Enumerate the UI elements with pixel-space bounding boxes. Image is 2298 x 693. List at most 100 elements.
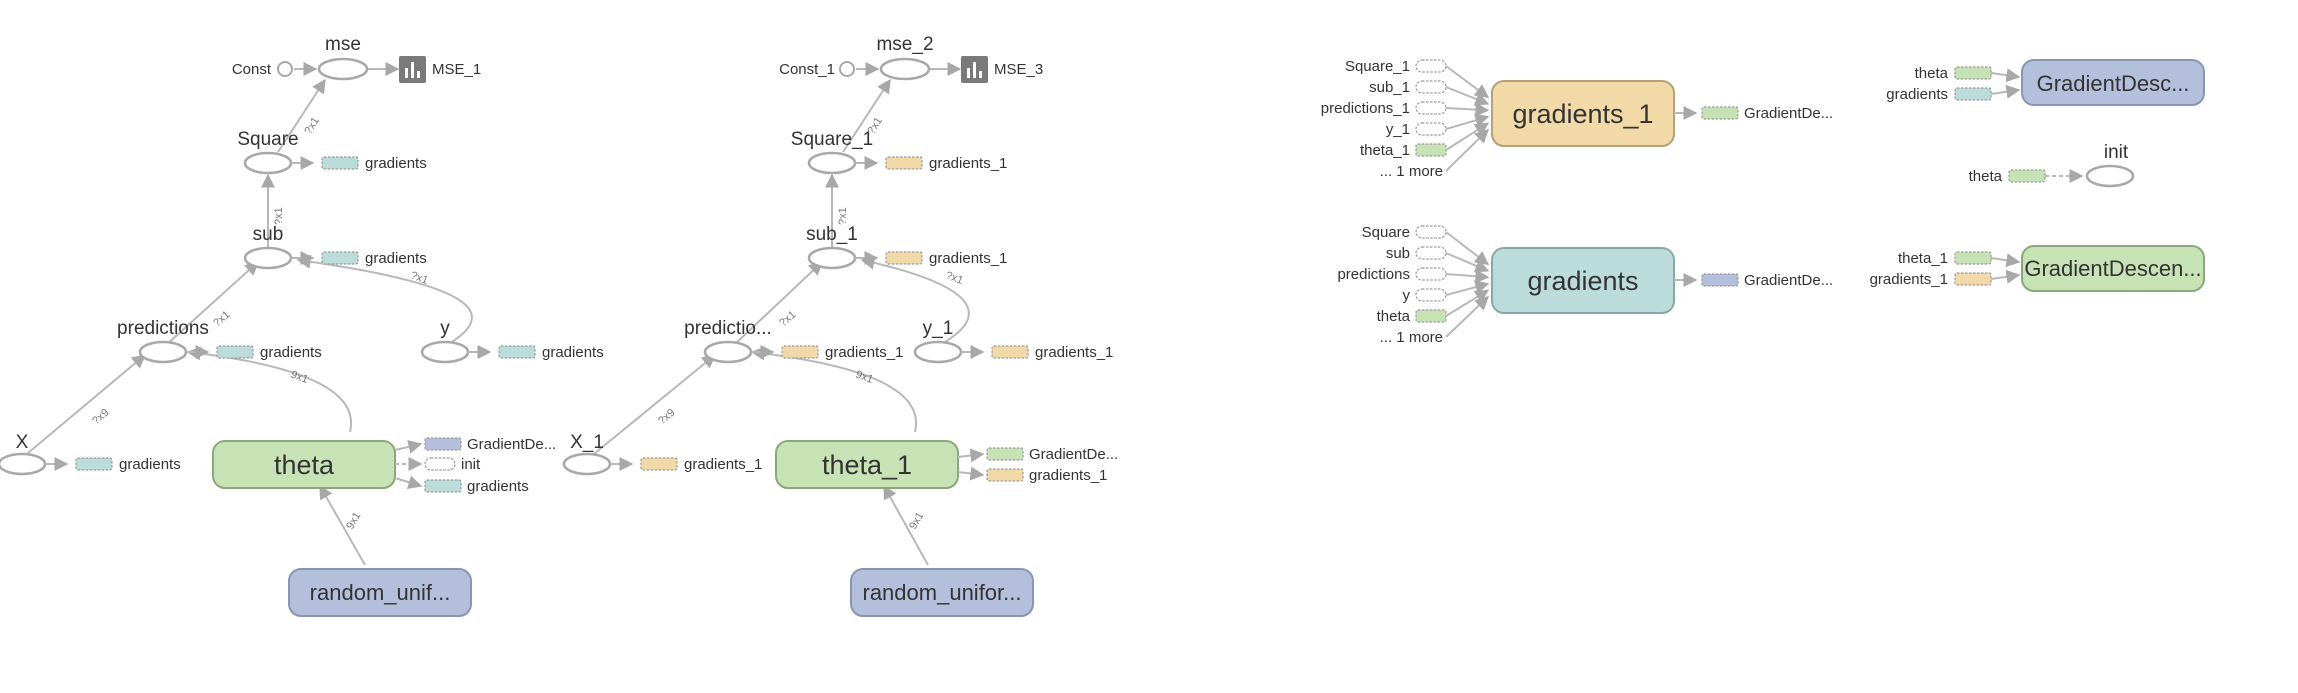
input-badge[interactable] — [1415, 246, 1447, 260]
edge-shape-label: ?x1 — [211, 309, 232, 330]
input-badge[interactable] — [1415, 309, 1447, 323]
edge-input — [1445, 113, 1490, 130]
square-label: Square_1 — [791, 129, 873, 150]
gradient-descent-top-node[interactable] — [2021, 59, 2205, 106]
gradients-ref-label: gradients — [467, 478, 529, 495]
gradients-ref-badge[interactable] — [885, 251, 923, 265]
input-label: sub — [1386, 245, 1410, 262]
edge-input — [1445, 128, 1489, 172]
gradients-ref-badge[interactable] — [991, 345, 1029, 359]
gradients-ref-label: gradients — [542, 344, 604, 361]
sub-node[interactable] — [807, 246, 857, 270]
init-group: init theta — [1969, 142, 2135, 188]
gradient-desc-ref-badge[interactable] — [1701, 273, 1739, 287]
edge-input — [1445, 269, 1490, 284]
init-node[interactable] — [2085, 164, 2135, 188]
input-label: Square_1 — [1345, 58, 1410, 75]
edge-y-sub — [296, 254, 473, 347]
summary-icon[interactable] — [961, 56, 988, 83]
gradients-1-group: Square_1sub_1predictions_1y_1theta_1... … — [1321, 58, 1833, 180]
input-badge[interactable] — [1415, 101, 1447, 115]
edge-theta-gradients — [394, 475, 423, 489]
square-node[interactable] — [807, 151, 857, 175]
edge-shape-label: ?x1 — [837, 207, 849, 225]
random-uniform-label: random_unif... — [310, 580, 451, 605]
const-label: Const — [232, 61, 272, 78]
edge-shape-label: 9x1 — [907, 510, 926, 531]
graph-2: ?x9 9x1 ?x1 ?x1 ?x1 ?x1 9x1 Const_1 mse_… — [562, 34, 1118, 617]
gradients-ref-badge[interactable] — [216, 345, 254, 359]
edge-random-theta — [883, 484, 929, 566]
random-uniform-node[interactable] — [850, 568, 1034, 617]
input-label: theta_1 — [1360, 142, 1410, 159]
gradients-ref-badge[interactable] — [498, 345, 536, 359]
sub-label: sub — [253, 224, 284, 245]
predictions-node[interactable] — [703, 340, 753, 364]
init-ref-badge[interactable] — [424, 457, 456, 471]
edge-gd-bottom-in — [1990, 253, 2021, 268]
edge-shape-label: ?x1 — [944, 270, 965, 287]
edge-gd-top-in — [1990, 84, 2021, 99]
gradients-ref-badge[interactable] — [424, 479, 462, 493]
x-label: X_1 — [570, 432, 604, 453]
mse-label: mse — [325, 34, 361, 55]
input-badge[interactable] — [1415, 143, 1447, 157]
input-label: ... 1 more — [1380, 163, 1443, 180]
gd-bottom-input-badge[interactable] — [1954, 251, 1992, 265]
x-node[interactable] — [562, 452, 612, 476]
input-badge[interactable] — [1415, 225, 1447, 239]
y-node[interactable] — [913, 340, 963, 364]
input-badge[interactable] — [1415, 288, 1447, 302]
gd-bottom-input-label: gradients_1 — [1870, 271, 1948, 288]
sub-node[interactable] — [243, 246, 293, 270]
gd-top-input-badge[interactable] — [1954, 87, 1992, 101]
mse-node[interactable] — [879, 57, 931, 81]
edge-x-predictions — [21, 354, 147, 459]
predictions-node[interactable] — [138, 340, 188, 364]
gradients-ref-badge[interactable] — [781, 345, 819, 359]
gradient-descent-bottom-node[interactable] — [2021, 245, 2205, 292]
gradients-ref-label: gradients_1 — [825, 344, 903, 361]
theta-node[interactable] — [775, 440, 959, 489]
edge-input — [1445, 252, 1490, 273]
gradients-ref-label: gradients_1 — [1029, 467, 1107, 484]
gradient-desc-ref-badge[interactable] — [986, 447, 1024, 461]
edge-shape-label: 9x1 — [854, 369, 875, 386]
random-uniform-node[interactable] — [288, 568, 472, 617]
edge-input — [1445, 289, 1490, 317]
input-badge[interactable] — [1415, 59, 1447, 73]
gradients-ref-badge[interactable] — [321, 156, 359, 170]
const-node[interactable] — [277, 61, 293, 77]
mse-node[interactable] — [317, 57, 369, 81]
gradient-desc-ref-label: GradientDe... — [1744, 105, 1833, 122]
edge-theta-gd — [957, 448, 985, 463]
y-label: y_1 — [923, 318, 954, 339]
gradients-ref-label: gradients_1 — [929, 155, 1007, 172]
gradient-desc-ref-badge[interactable] — [1701, 106, 1739, 120]
gd-bottom-input-badge[interactable] — [1954, 272, 1992, 286]
gradient-desc-ref-badge[interactable] — [424, 437, 462, 451]
sub-label: sub_1 — [806, 224, 858, 245]
input-badge[interactable] — [1415, 122, 1447, 136]
gd-top-input-badge[interactable] — [1954, 66, 1992, 80]
gradient-desc-ref-label: GradientDe... — [1029, 446, 1118, 463]
gradients-ref-badge[interactable] — [986, 468, 1024, 482]
edge-random-theta — [319, 484, 366, 566]
gd-top-input-label: gradients — [1886, 86, 1948, 103]
square-node[interactable] — [243, 151, 293, 175]
x-node[interactable] — [0, 452, 47, 476]
gradients-ref-badge[interactable] — [640, 457, 678, 471]
gradients-ref-badge[interactable] — [321, 251, 359, 265]
const-node[interactable] — [839, 61, 855, 77]
gradients-ref-badge[interactable] — [885, 156, 923, 170]
init-input-badge[interactable] — [2008, 169, 2046, 183]
input-label: y — [1403, 287, 1411, 304]
input-label: y_1 — [1386, 121, 1410, 138]
gradients-ref-badge[interactable] — [75, 457, 113, 471]
edge-input — [1445, 280, 1490, 296]
summary-icon[interactable] — [399, 56, 426, 83]
input-badge[interactable] — [1415, 80, 1447, 94]
y-node[interactable] — [420, 340, 470, 364]
input-badge[interactable] — [1415, 267, 1447, 281]
